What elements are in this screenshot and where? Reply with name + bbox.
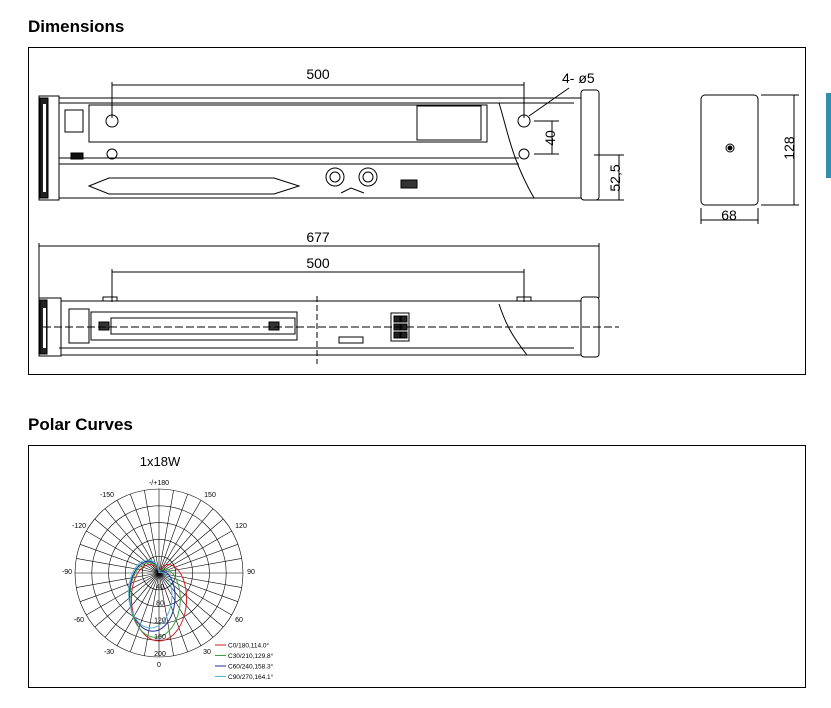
- polar-spoke: [76, 558, 160, 574]
- polar-spoke: [158, 508, 214, 574]
- overall-length-label: 677: [306, 229, 330, 245]
- height-label: 52,5: [607, 164, 623, 191]
- radial-label: 120: [154, 617, 166, 624]
- legend-label: C30/210,129.8°: [228, 652, 274, 660]
- polar-panel: 1x18W -/+180 -150 150 -120 120 -90 90 -6…: [28, 445, 806, 688]
- polar-grid: [74, 488, 244, 658]
- angle-label-n30: -30: [104, 649, 114, 656]
- angle-label-n60: -60: [74, 617, 84, 624]
- angle-label-p60: 60: [235, 617, 243, 624]
- angle-label-p150: 150: [204, 492, 216, 499]
- polar-spoke: [144, 490, 160, 574]
- box-width-label: 68: [721, 207, 737, 223]
- polar-spoke: [130, 493, 160, 574]
- bottom-length-label: 500: [306, 255, 330, 271]
- polar-spoke: [79, 572, 160, 602]
- legend-label: C0/180,114.0°: [228, 642, 270, 650]
- polar-spoke: [158, 572, 232, 616]
- polar-legend: C0/180,114.0° C30/210,129.8° C60/240,158.3…: [215, 642, 274, 681]
- side-view-box: [700, 94, 799, 224]
- polar-curve-3: [128, 559, 173, 629]
- polar-spoke: [94, 572, 160, 628]
- polar-curves-group: [128, 559, 188, 642]
- polar-spoke: [158, 572, 242, 588]
- bottom-view-luminaire: [38, 243, 619, 364]
- polar-spoke: [158, 572, 174, 656]
- polar-spoke: [144, 572, 160, 656]
- polar-spoke: [116, 572, 160, 646]
- polar-radial-labels: 40 80 120 160 200: [154, 584, 166, 658]
- dimensions-title: Dimensions: [28, 17, 125, 36]
- angle-label-0: 0: [157, 662, 161, 669]
- polar-spoke: [104, 508, 160, 574]
- hole-spacing-label: 40: [542, 130, 558, 146]
- polar-spoke: [158, 490, 174, 574]
- angle-label-n120: -120: [72, 523, 86, 530]
- dimensions-panel: 500 4- ø5 40 52,5 128 68 677 500: [28, 47, 806, 375]
- angle-label-p120: 120: [235, 523, 247, 530]
- holes-label: 4- ø5: [562, 70, 595, 86]
- side-tab: [826, 93, 831, 178]
- top-length-label: 500: [306, 66, 330, 82]
- polar-spoke: [158, 558, 242, 574]
- polar-diagram: 1x18W -/+180 -150 150 -120 120 -90 90 -6…: [62, 454, 274, 681]
- legend-label: C60/240,158.3°: [228, 663, 274, 671]
- dimensions-drawing: 500 4- ø5 40 52,5 128 68 677 500: [38, 66, 799, 364]
- legend-label: C90/270,164.1°: [228, 673, 274, 681]
- top-view-luminaire: [38, 89, 600, 201]
- angle-label-n150: -150: [100, 492, 114, 499]
- polar-spoke: [158, 544, 239, 574]
- radial-label: 160: [154, 634, 166, 641]
- polar-spoke: [158, 500, 202, 574]
- polar-spoke: [158, 572, 239, 602]
- polar-spoke: [79, 544, 160, 574]
- polar-spoke: [130, 572, 160, 653]
- polar-spoke: [158, 518, 224, 574]
- radial-label: 80: [156, 601, 164, 608]
- polar-spoke: [94, 518, 160, 574]
- polar-curves-title: Polar Curves: [28, 415, 133, 434]
- angle-label-p90: 90: [247, 569, 255, 576]
- polar-spoke: [86, 572, 160, 616]
- top-view-dimensions: [111, 82, 624, 201]
- radial-label: 200: [154, 651, 166, 658]
- polar-spoke: [158, 572, 188, 653]
- polar-spoke: [158, 493, 188, 574]
- radial-label: 40: [156, 584, 164, 591]
- angle-label-p30: 30: [203, 649, 211, 656]
- polar-spoke: [158, 572, 202, 646]
- polar-spoke: [86, 530, 160, 574]
- angle-label-180: -/+180: [149, 480, 169, 487]
- polar-spoke: [76, 572, 160, 588]
- polar-spoke: [158, 530, 232, 574]
- polar-diagram-title: 1x18W: [140, 454, 181, 469]
- angle-label-n90: -90: [62, 569, 72, 576]
- box-height-label: 128: [781, 136, 797, 160]
